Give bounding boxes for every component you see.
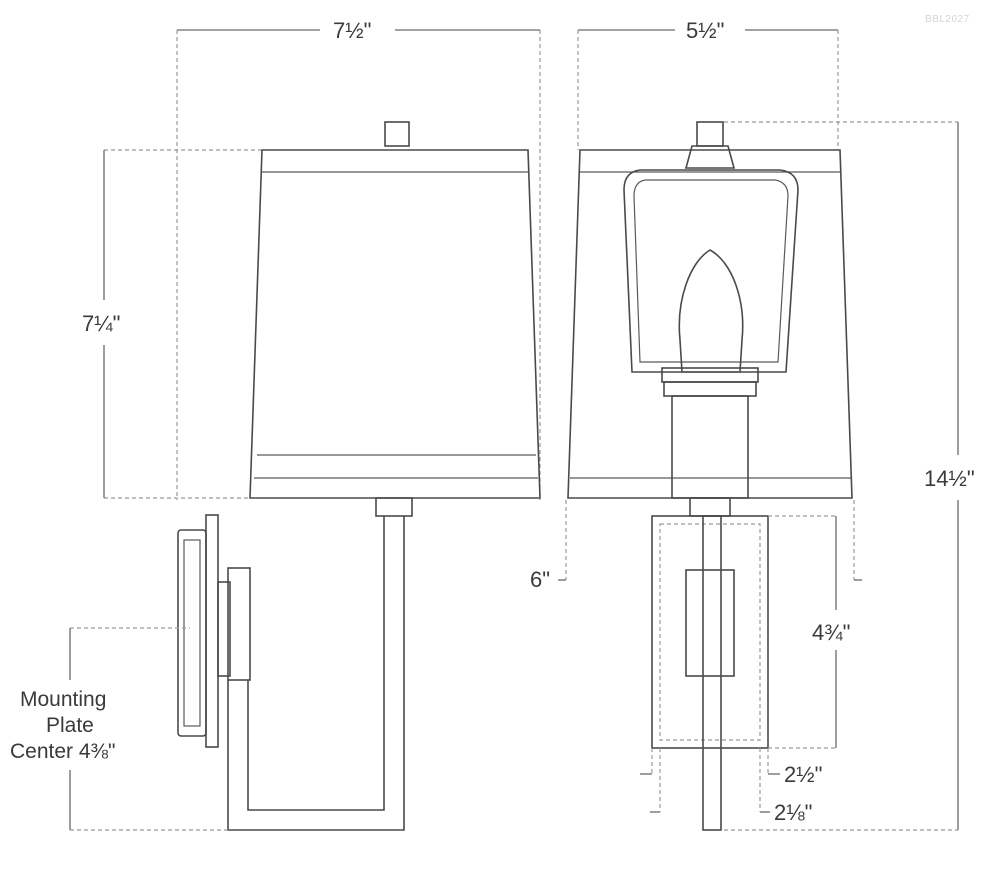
mounting-label-line1: Mounting <box>20 688 106 711</box>
front-lamp-shade <box>567 149 853 499</box>
arm <box>247 516 385 811</box>
product-code: BBL2027 <box>925 14 970 25</box>
side-view: 7½" 7¼" <box>10 18 541 831</box>
mounting-label-line2: Plate <box>46 714 94 737</box>
mounting-label-line3: Center 4⅜" <box>10 740 116 763</box>
finial <box>384 121 410 147</box>
candle-bulb <box>678 249 744 373</box>
backplate-plate <box>205 514 219 748</box>
dim-backplate-width-label: 2½" <box>784 762 822 787</box>
dim-width-front-label: 5½" <box>686 18 724 43</box>
front-arm-stem <box>702 515 722 831</box>
socket-body <box>671 395 749 499</box>
socket-collar <box>375 497 413 517</box>
lamp-shade <box>249 149 541 499</box>
backplate <box>177 529 207 737</box>
dim-width-front: 5½" <box>577 18 839 150</box>
dim-mounting-center: Mounting Plate Center 4⅜" <box>10 627 228 831</box>
dim-arm-width-label: 2⅛" <box>774 800 812 825</box>
front-finial <box>696 121 724 147</box>
dim-extension-label: 6" <box>530 567 550 592</box>
dim-width-side-label: 7½" <box>333 18 371 43</box>
arm-mount <box>227 567 251 681</box>
front-backplate <box>651 515 769 749</box>
dim-arm-width: 2⅛" <box>650 748 812 825</box>
dim-extension: 6" <box>530 500 862 592</box>
dim-backplate-height: 4¾" <box>768 515 850 749</box>
socket-ring <box>661 367 759 383</box>
front-view: 5½" 6" <box>530 18 975 831</box>
dim-shade-height-label: 7¼" <box>82 311 120 336</box>
dim-width-side: 7½" <box>176 18 541 500</box>
dim-backplate-width: 2½" <box>640 748 822 787</box>
dim-shade-height: 7¼" <box>82 149 262 499</box>
inner-frame <box>623 169 799 373</box>
dim-overall-height: 14½" <box>724 121 975 831</box>
dim-backplate-height-label: 4¾" <box>812 620 850 645</box>
dim-overall-height-label: 14½" <box>924 466 975 491</box>
front-backplate-inner <box>685 569 735 677</box>
